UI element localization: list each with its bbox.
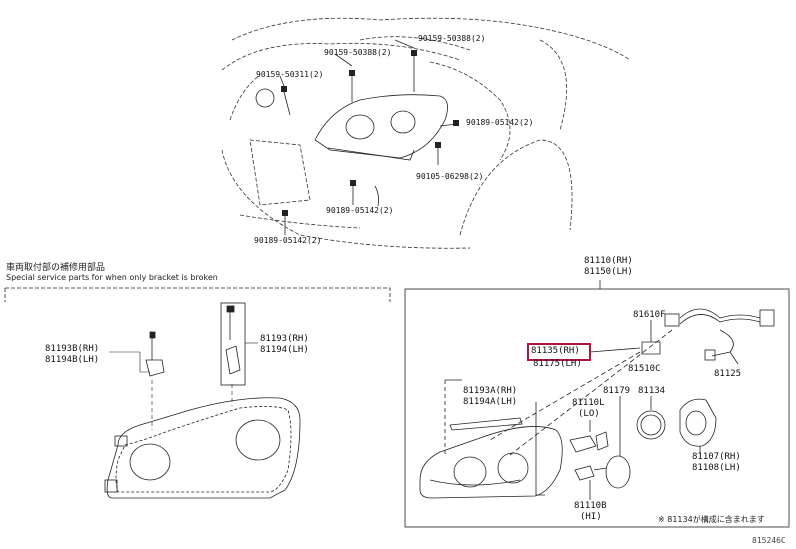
label-lo: (LO) xyxy=(578,409,600,419)
label-81125: 81125 xyxy=(714,369,742,379)
label-81175: 81175(LH) xyxy=(533,359,582,369)
label-81610F: 81610F xyxy=(633,310,666,320)
header-81150: 81150(LH) xyxy=(584,267,633,277)
label-81135: 81135(RH) xyxy=(531,346,580,356)
callout-90189-05142-c: 90189-05142(2) xyxy=(254,236,322,245)
label-81110B: 81110B xyxy=(574,501,607,511)
label-81194A: 81194A(LH) xyxy=(463,397,518,407)
callout-90159-50388-a: 90159-50388(2) xyxy=(418,34,486,43)
left-panel-title-en: Special service parts for when only brac… xyxy=(6,273,218,282)
label-81134: 81134 xyxy=(638,386,666,396)
label-hi: (HI) xyxy=(580,512,602,522)
highlight-box xyxy=(527,343,591,361)
label-81193: 81193(RH) xyxy=(260,334,309,344)
callout-90159-50311: 90159-50311(2) xyxy=(256,70,324,79)
label-81108: 81108(LH) xyxy=(692,463,741,473)
label-81110L: 81110L xyxy=(572,398,605,408)
label-81193B: 81193B(RH) xyxy=(45,344,100,354)
header-81110: 81110(RH) xyxy=(584,256,633,266)
figure-id: 815246C xyxy=(752,536,786,545)
left-panel-title-jp: 車両取付部の補修用部品 xyxy=(6,263,106,273)
label-81194: 81194(LH) xyxy=(260,345,309,355)
callout-90189-05142-a: 90189-05142(2) xyxy=(466,118,534,127)
callout-90105-06298: 90105-06298(2) xyxy=(416,172,484,181)
footnote: ※ 81134が構成に含まれます xyxy=(658,515,765,524)
label-81107: 81107(RH) xyxy=(692,452,741,462)
label-81194B: 81194B(LH) xyxy=(45,355,100,365)
label-81510C: 81510C xyxy=(628,364,661,374)
label-81179: 81179 xyxy=(603,386,631,396)
label-81193A: 81193A(RH) xyxy=(463,386,518,396)
callout-90189-05142-b: 90189-05142(2) xyxy=(326,206,394,215)
callout-90159-50388-b: 90159-50388(2) xyxy=(324,48,392,57)
